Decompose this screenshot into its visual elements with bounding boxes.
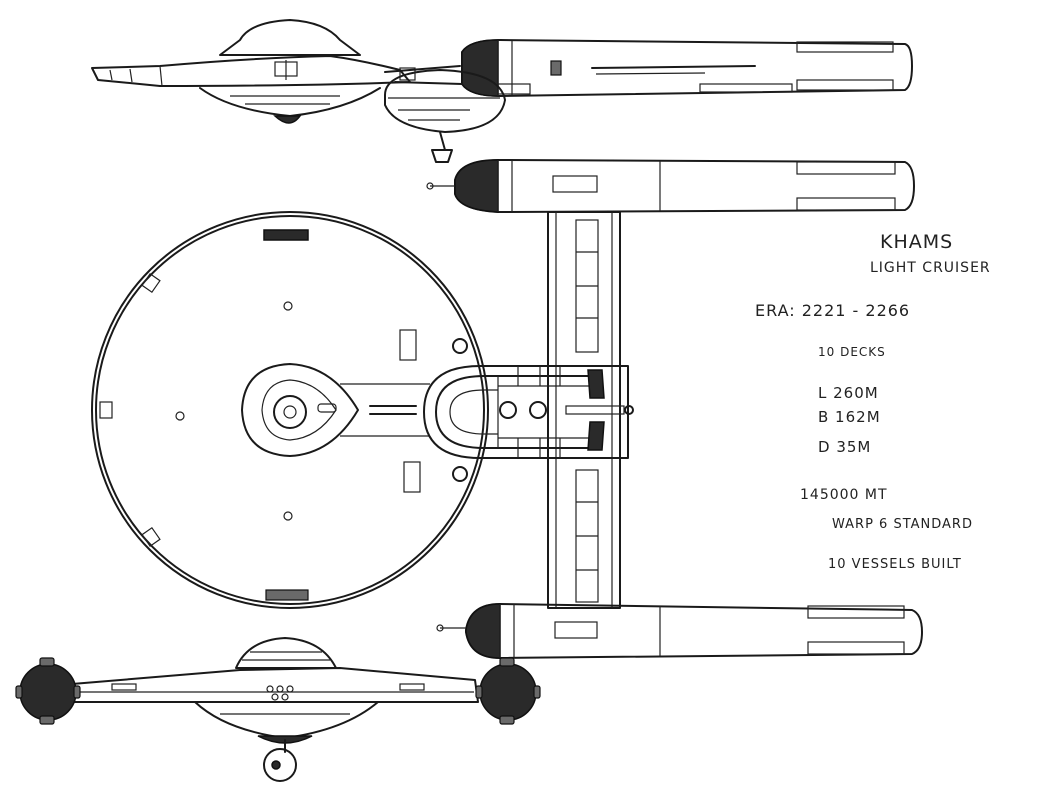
spec-built: 10 VESSELS BUILT xyxy=(828,557,962,572)
top-lower-nacelle xyxy=(436,603,923,659)
side-upper-nacelle xyxy=(461,39,913,97)
top-view xyxy=(91,211,923,659)
side-view xyxy=(91,19,915,213)
ship-name: KHAMS xyxy=(880,231,953,253)
spec-beam: B 162M xyxy=(818,408,881,426)
top-saucer xyxy=(91,211,489,609)
spec-warp: WARP 6 STANDARD xyxy=(832,517,973,532)
side-saucer xyxy=(91,19,463,124)
spec-mass: 145000 MT xyxy=(800,487,888,503)
front-view xyxy=(15,637,541,782)
spec-decks: 10 DECKS xyxy=(818,345,886,359)
side-engineering-hull xyxy=(384,67,506,163)
top-engineering-hull xyxy=(423,365,634,459)
spec-era: ERA: 2221 - 2266 xyxy=(755,301,910,320)
front-right-nacelle xyxy=(475,657,541,725)
spec-block: KHAMS LIGHT CRUISER ERA: 2221 - 2266 10 … xyxy=(755,231,991,572)
side-lower-nacelle xyxy=(426,159,915,213)
spec-length: L 260M xyxy=(818,384,879,402)
ship-class: LIGHT CRUISER xyxy=(870,260,991,276)
spec-depth: D 35M xyxy=(818,438,871,456)
top-pylon xyxy=(547,211,621,609)
front-left-nacelle xyxy=(15,657,81,725)
